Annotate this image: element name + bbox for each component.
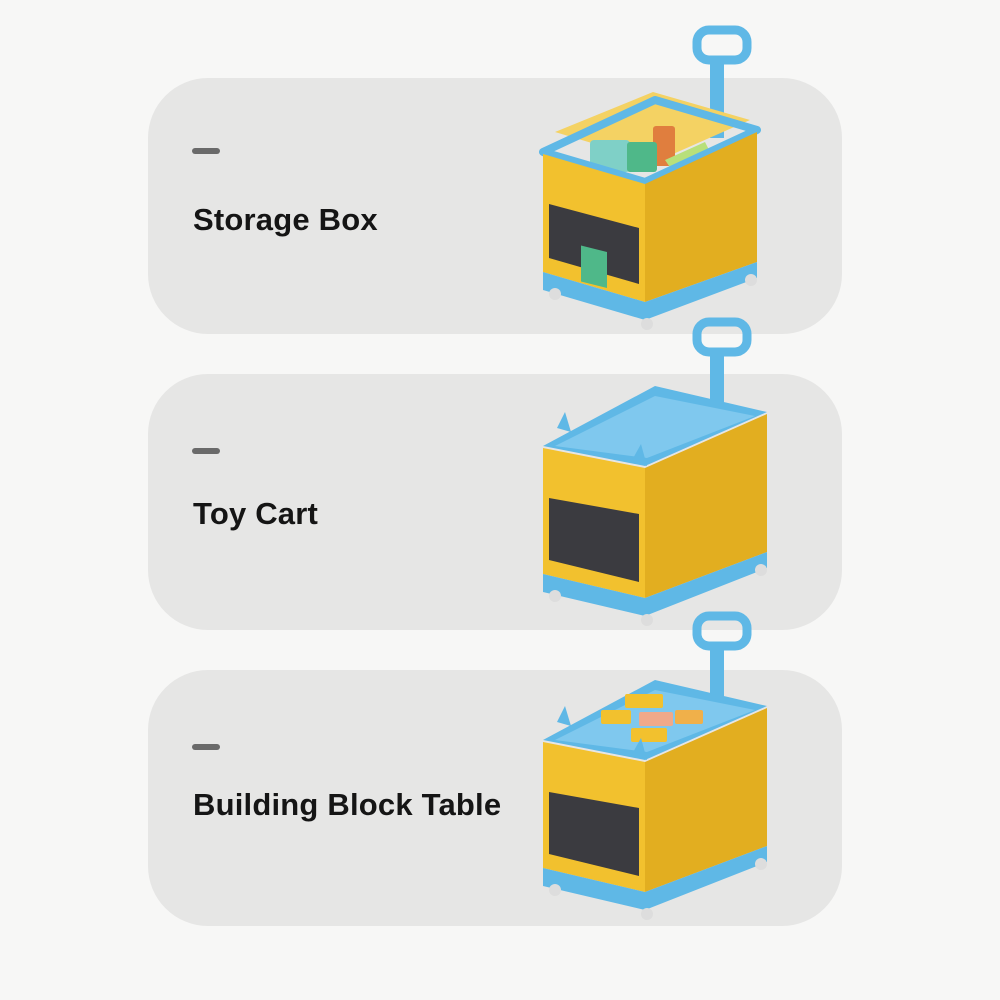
building-block-table-icon <box>543 611 767 920</box>
mode-label: Toy Cart <box>193 496 319 531</box>
toy-cart-icon <box>543 317 767 626</box>
dash-marker <box>192 448 220 454</box>
dash-marker <box>192 744 220 750</box>
storage-box-icon <box>539 25 761 330</box>
mode-label: Storage Box <box>193 202 378 237</box>
mode-label: Building Block Table <box>193 787 502 822</box>
dash-marker <box>192 148 220 154</box>
